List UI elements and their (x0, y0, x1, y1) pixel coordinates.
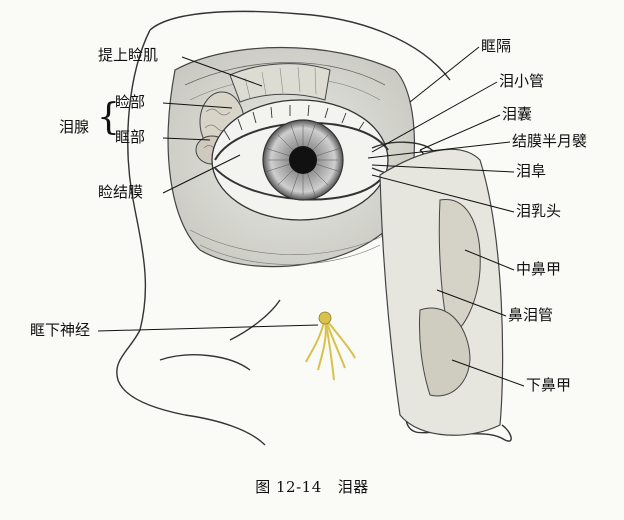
label-levator: 提上睑肌 (98, 46, 159, 64)
middle-concha-shape (438, 199, 481, 336)
label-middle-concha: 中鼻甲 (516, 260, 562, 278)
caption-figure-number: 图 12-14 (255, 478, 322, 496)
caption-title: 泪器 (337, 478, 369, 496)
label-orbital-septum: 眶隔 (481, 37, 512, 55)
label-plica-semilunaris: 结膜半月襞 (512, 132, 588, 150)
brace-glyph: { (97, 97, 120, 138)
eyelashes (223, 104, 365, 141)
label-lacrimal-gland: 泪腺 (59, 118, 90, 136)
label-inferior-concha: 下鼻甲 (526, 376, 572, 394)
label-caruncle: 泪阜 (516, 162, 547, 180)
levator-muscle (229, 63, 331, 103)
label-orbital-part: 眶部 (115, 128, 146, 146)
label-lacrimal-papilla: 泪乳头 (516, 202, 562, 220)
leader-lines (97, 46, 525, 387)
label-nasolacrimal-duct: 鼻泪管 (508, 306, 554, 324)
label-canaliculus: 泪小管 (499, 72, 545, 90)
infraorbital-nerve (305, 317, 356, 381)
label-infraorbital-nerve: 眶下神经 (30, 321, 91, 339)
label-palpebral-part: 睑部 (115, 93, 146, 111)
label-conjunctiva: 睑结膜 (98, 183, 144, 201)
inferior-concha-shape (419, 307, 471, 397)
figure-caption: 图 12-14 泪器 (0, 476, 624, 497)
label-lacrimal-sac: 泪囊 (502, 105, 533, 123)
nasal-cavity (379, 148, 504, 436)
eyeball (211, 99, 389, 221)
